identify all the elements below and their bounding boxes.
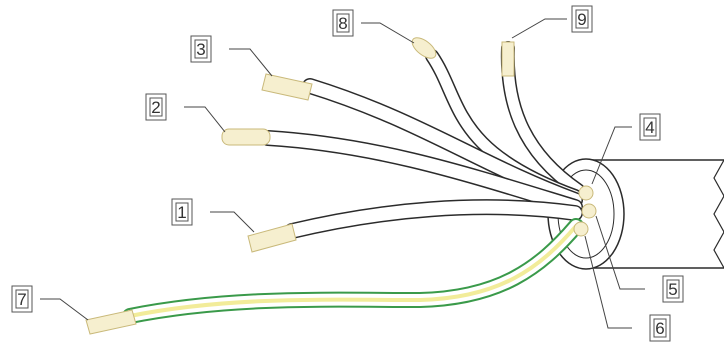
callout-9-text: 9: [577, 10, 586, 29]
callout-3-text: 3: [196, 40, 205, 59]
conductor-4: [578, 185, 594, 201]
wire-3-end: [261, 73, 313, 101]
wire-2: [221, 128, 583, 215]
leader-3: [229, 48, 273, 77]
callout-3: 3: [190, 35, 212, 63]
callout-8: 8: [332, 9, 354, 37]
wire-1-end: [247, 223, 297, 253]
callout-9: 9: [571, 5, 593, 33]
callout-7: 7: [11, 285, 33, 313]
callout-1-text: 1: [177, 203, 186, 222]
wire-1: [247, 199, 583, 253]
conductor-ends: [573, 185, 597, 237]
leader-lines: [40, 18, 645, 329]
callout-5: 5: [662, 275, 684, 303]
callout-4-text: 4: [645, 118, 654, 137]
callout-1: 1: [171, 198, 193, 226]
wire-9: [500, 41, 585, 197]
leader-1: [210, 211, 255, 233]
wire-8-end: [411, 37, 437, 59]
leader-2: [184, 106, 226, 133]
leader-4: [591, 126, 632, 185]
callout-5-text: 5: [668, 280, 677, 299]
leader-5: [595, 215, 645, 290]
callout-2-text: 2: [151, 98, 160, 117]
conductor-6: [573, 221, 589, 237]
wire-2-end: [221, 128, 271, 146]
callout-7-text: 7: [17, 290, 26, 309]
leader-9: [511, 18, 567, 39]
conductor-5: [581, 203, 597, 219]
wire-9-end: [501, 41, 515, 77]
callout-6: 6: [649, 314, 671, 342]
callout-2: 2: [145, 93, 167, 121]
wire-7-end: [85, 309, 137, 335]
wire-7-ground: [85, 218, 584, 335]
leader-7: [40, 298, 89, 321]
callout-6-text: 6: [655, 319, 664, 338]
leader-6: [584, 235, 632, 329]
callout-4: 4: [639, 113, 661, 141]
wire-3: [261, 73, 583, 208]
leader-8: [361, 22, 415, 44]
callout-8-text: 8: [338, 14, 347, 33]
